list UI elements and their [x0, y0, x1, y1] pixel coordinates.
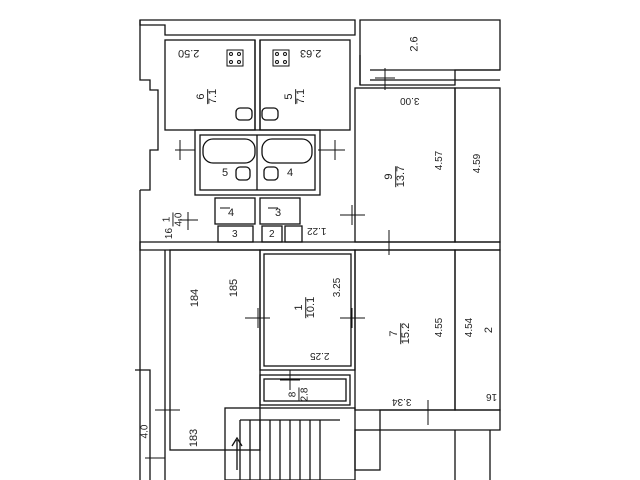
room-7-label: 7 15.2	[388, 322, 413, 345]
wc-4	[214, 197, 256, 225]
room-9-dim-h: 4.57	[434, 150, 446, 171]
room-7-dim-h: 4.55	[434, 317, 446, 338]
room-5-area: 7.1	[295, 88, 308, 105]
room-7-area: 15.2	[400, 322, 413, 345]
right-edge-num: 2	[483, 326, 496, 334]
wall-central	[139, 241, 501, 251]
room-1-left-label: 1 4.0	[161, 212, 185, 227]
room-9-label: 9 13.7	[383, 165, 408, 188]
bath-4-num: 4	[287, 167, 294, 179]
small-2-num: 2	[269, 229, 275, 240]
bathtub-left	[202, 138, 256, 164]
bath-5-num: 5	[222, 167, 229, 179]
corridor-dim-c: 183	[188, 428, 201, 448]
top-right-dim: 2.6	[408, 36, 421, 52]
stair-arrow	[231, 436, 243, 470]
room-1-left-num: 1	[161, 212, 174, 227]
wall-outer-left	[139, 20, 159, 191]
far-left-dim: 4.0	[139, 424, 151, 439]
room-6-label: 6 7.1	[195, 88, 220, 105]
wc-3	[259, 197, 301, 225]
room-9-area: 13.7	[395, 165, 408, 188]
room-8-num: 8	[287, 387, 300, 402]
small-3-num: 3	[232, 229, 238, 240]
room-1-left-note: 16	[164, 227, 176, 240]
room-9-dim-w: 3.00	[400, 95, 420, 106]
corridor-dim-a: 184	[189, 288, 202, 308]
bathtub-right	[261, 138, 313, 164]
bottom-right-frag: 16	[486, 391, 498, 402]
room-5-label: 5 7.1	[283, 88, 308, 105]
room-8-area: 2.8	[299, 387, 311, 402]
right-outer-top: 4.59	[472, 153, 484, 174]
wall-outer-top-left	[139, 19, 356, 36]
room-1-center-area: 10.1	[305, 296, 318, 319]
mid-ceiling-dim: 1.22	[307, 225, 327, 236]
room-6-area: 7.1	[207, 88, 220, 105]
room-1-left-area: 4.0	[173, 212, 185, 227]
room-1-dim-h: 3.25	[332, 277, 344, 298]
corridor-dim-b: 185	[228, 278, 241, 298]
wc-4-num: 4	[228, 207, 235, 219]
vent-left	[226, 49, 244, 67]
room-8-small	[259, 374, 351, 406]
room-1-dim-w: 2.25	[310, 350, 330, 361]
room-8-label: 8 2.8	[287, 387, 311, 402]
room-7-dim-w: 3.34	[392, 396, 412, 407]
vent-right	[272, 49, 290, 67]
room-6-dim: 2.50	[178, 47, 200, 59]
right-outer-bottom: 4.54	[464, 317, 476, 338]
room-5-dim: 2.63	[300, 47, 322, 59]
room-1-center-label: 1 10.1	[293, 296, 318, 319]
bathroom-block	[194, 129, 321, 196]
wc-3-num: 3	[275, 207, 282, 219]
